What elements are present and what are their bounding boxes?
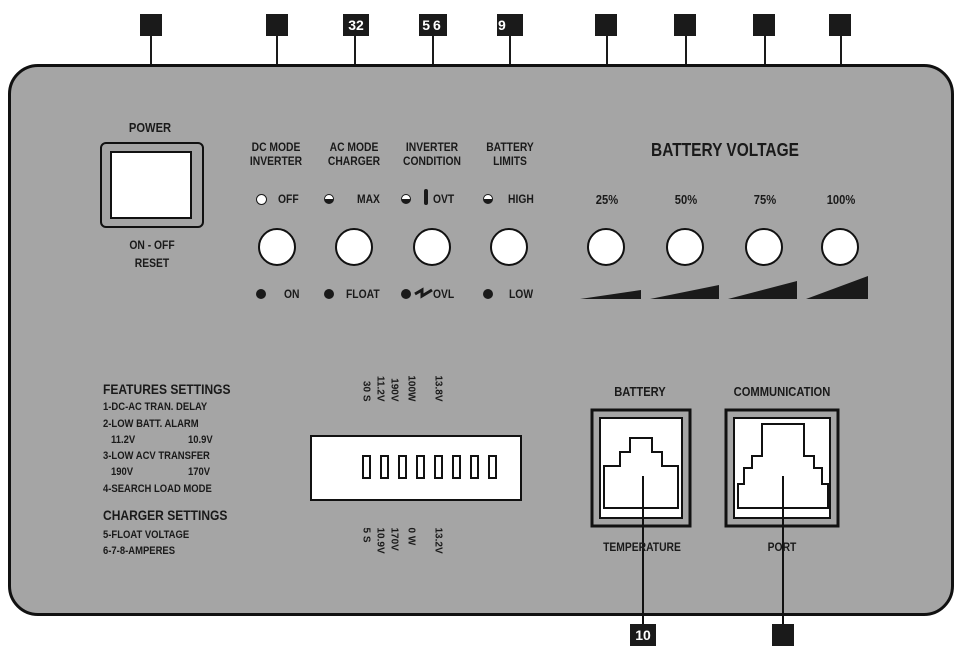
dip-switch-2[interactable] [380, 455, 389, 479]
power-switch-rocker[interactable] [110, 151, 192, 219]
inverter-title-2: CONDITION [403, 154, 461, 168]
power-sub2: RESET [134, 256, 170, 270]
dip-top-label-3: 190V [388, 378, 400, 402]
dc-mode-top-label: OFF [278, 192, 299, 206]
marker-75 [753, 14, 775, 36]
power-sub1: ON - OFF [129, 238, 175, 252]
inverter-top-label: OVT [433, 192, 455, 206]
marker-battery-limits: 9 [497, 14, 523, 36]
inverter-bottom-label: OVL [433, 287, 455, 301]
ac-mode-led [335, 228, 373, 266]
dc-mode-title-1: DC MODE [251, 140, 301, 154]
features-line-2: 2-LOW BATT. ALARM [103, 418, 199, 430]
dip-top-label-2: 11.2V [374, 375, 386, 402]
battery-limits-title-1: BATTERY [486, 140, 534, 154]
battery-port-label: BATTERY [614, 384, 666, 399]
battery-50-led [666, 228, 704, 266]
marker-25 [595, 14, 617, 36]
high-indicator-icon [483, 194, 493, 204]
dc-mode-led [258, 228, 296, 266]
marker-power [140, 14, 162, 36]
dip-bottom-label-4: 0 W [405, 527, 417, 546]
dip-bottom-label-5: 13.2V [432, 527, 444, 554]
battery-voltage-title: BATTERY VOLTAGE [651, 140, 799, 160]
marker-50 [674, 14, 696, 36]
ac-mode-bottom-label: FLOAT [346, 287, 380, 301]
features-line-1: 1-DC-AC TRAN. DELAY [103, 401, 208, 413]
dip-switch-3[interactable] [398, 455, 407, 479]
charger-line-1: 5-FLOAT VOLTAGE [103, 529, 190, 541]
low-indicator-icon [483, 289, 493, 299]
dip-switch-7[interactable] [470, 455, 479, 479]
dc-mode-title-2: INVERTER [249, 154, 303, 168]
features-line-2a: 11.2V [111, 434, 136, 446]
dip-switch-1[interactable] [362, 455, 371, 479]
battery-25-led [587, 228, 625, 266]
float-indicator-icon [324, 289, 334, 299]
battery-level-100-label: 100% [826, 192, 856, 207]
features-line-3: 3-LOW ACV TRANSFER [103, 450, 210, 462]
marker-temperature: 10 [630, 624, 656, 646]
charger-line-2: 6-7-8-AMPERES [103, 545, 176, 557]
marker-dc-mode [266, 14, 288, 36]
charger-title: CHARGER SETTINGS [103, 507, 228, 523]
marker-inverter: 56 [419, 14, 447, 36]
dip-bottom-label-3: 170V [388, 527, 400, 551]
dip-switch-6[interactable] [452, 455, 461, 479]
marker-100 [829, 14, 851, 36]
dip-top-label-5: 13.8V [432, 375, 444, 402]
ac-mode-title-1: AC MODE [329, 140, 379, 154]
off-indicator-icon [256, 194, 267, 205]
dip-bottom-label-1: 5 S [360, 527, 372, 543]
battery-limits-led [490, 228, 528, 266]
ovt-indicator-icon [401, 194, 411, 204]
battery-limits-title-2: LIMITS [493, 154, 527, 168]
dip-top-label-4: 100W [405, 375, 417, 402]
battery-level-75-label: 75% [753, 192, 777, 207]
features-line-3b: 170V [188, 466, 211, 478]
features-title: FEATURES SETTINGS [103, 381, 231, 397]
battery-level-25-label: 25% [595, 192, 619, 207]
features-line-3a: 190V [111, 466, 134, 478]
dc-mode-bottom-label: ON [284, 287, 300, 301]
port-label: PORT [767, 540, 797, 554]
max-indicator-icon [324, 194, 334, 204]
ovl-indicator-icon [401, 289, 411, 299]
thermometer-icon [424, 189, 428, 205]
features-line-4: 4-SEARCH LOAD MODE [103, 483, 212, 495]
battery-limits-bottom-label: LOW [509, 287, 534, 301]
inverter-led [413, 228, 451, 266]
features-line-2b: 10.9V [188, 434, 213, 446]
inverter-title-1: INVERTER [405, 140, 459, 154]
dip-switch-8[interactable] [488, 455, 497, 479]
ac-mode-title-2: CHARGER [327, 154, 381, 168]
battery-level-50-label: 50% [674, 192, 698, 207]
marker-ac-mode: 32 [343, 14, 369, 36]
power-title: POWER [128, 120, 172, 135]
dip-switch-block[interactable] [310, 435, 522, 501]
temperature-label: TEMPERATURE [603, 540, 681, 554]
on-indicator-icon [256, 289, 266, 299]
power-switch[interactable] [100, 142, 204, 228]
communication-port-label: COMMUNICATION [733, 384, 831, 399]
battery-75-led [745, 228, 783, 266]
dip-switch-5[interactable] [434, 455, 443, 479]
dip-top-label-1: 30 S [360, 380, 372, 402]
dip-switch-4[interactable] [416, 455, 425, 479]
battery-limits-top-label: HIGH [508, 192, 534, 206]
dip-bottom-label-2: 10.9V [374, 527, 386, 554]
battery-100-led [821, 228, 859, 266]
marker-port [772, 624, 794, 646]
ac-mode-top-label: MAX [357, 192, 380, 206]
